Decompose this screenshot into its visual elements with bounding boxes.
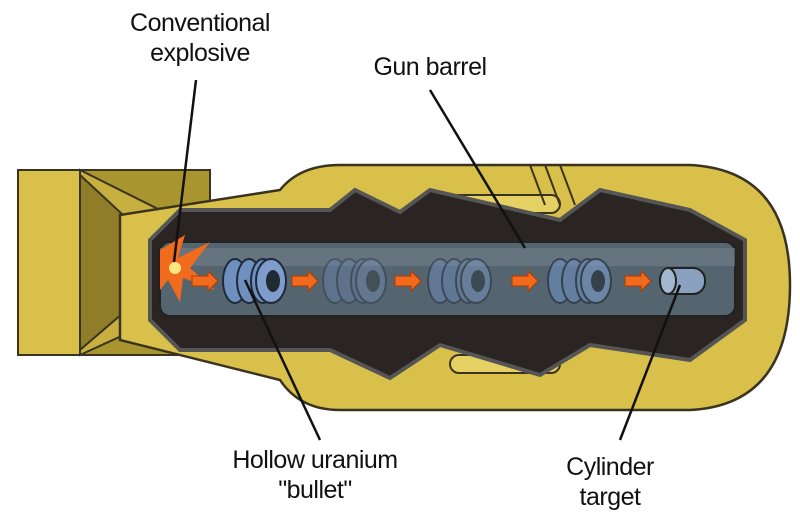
label-cylinder-target: Cylinder target [545,452,675,512]
uranium-bullet [547,258,612,304]
cylinder-target [659,267,706,295]
label-gun-barrel: Gun barrel [373,53,487,81]
label-line: Conventional [130,9,270,37]
arrow-icon [191,269,219,293]
explosion-icon [160,235,215,302]
arrow-icon [394,269,422,293]
label-line: Hollow uranium [232,446,398,474]
leader-lines [172,79,682,441]
label-conventional-explosive: Conventional explosive [110,8,290,68]
label-line: explosive [150,39,250,67]
label-line: Cylinder [566,453,654,481]
label-line: "bullet" [278,476,352,504]
uranium-bullet [427,258,492,304]
arrow-icon [511,269,539,293]
uranium-bullet [322,258,387,304]
label-line: target [579,483,641,511]
arrow-icon [291,269,319,293]
label-hollow-uranium-bullet: Hollow uranium "bullet" [210,445,420,505]
arrow-icon [624,269,652,293]
uranium-bullet [222,258,287,304]
